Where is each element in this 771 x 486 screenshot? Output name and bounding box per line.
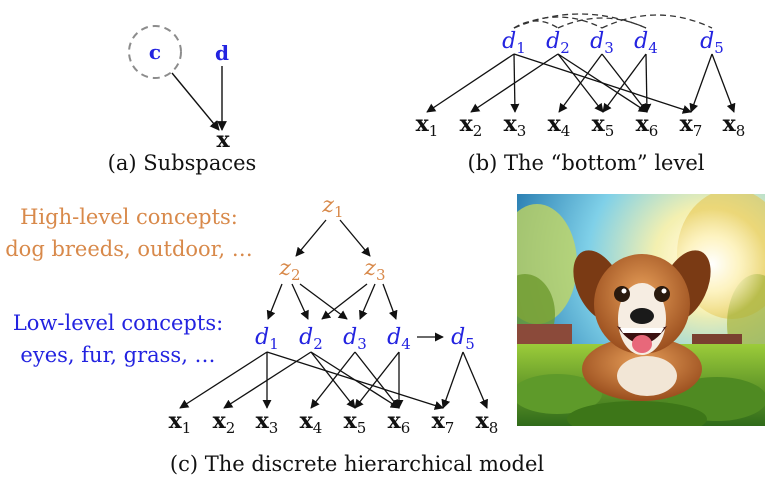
c-d-node-3: d3 <box>343 325 367 353</box>
caption-a: (a) Subspaces <box>108 151 257 175</box>
c-edge-z2-d3 <box>299 283 348 320</box>
c-edge-z3-d2 <box>321 283 368 320</box>
b-dashed-arc-1 <box>513 20 559 29</box>
c-edge-d3-x4 <box>310 351 356 409</box>
c-edge-d5-x7 <box>441 351 464 409</box>
c-edge-z2-d2 <box>291 283 309 320</box>
c-d-node-2: d2 <box>299 325 323 353</box>
c-z-node-2: z2 <box>278 256 300 284</box>
c-z-node-3: z3 <box>363 256 385 284</box>
c-edge-d2-x6 <box>310 351 400 409</box>
c-z-node-1: z1 <box>321 193 343 221</box>
b-x-node-1: x1 <box>416 111 439 140</box>
caption-c: (c) The discrete hierarchical model <box>170 452 545 476</box>
c-edge-z1-z3 <box>339 219 371 257</box>
c-edge-z3-d3 <box>359 283 376 320</box>
b-x-node-8: x8 <box>723 111 746 140</box>
dog-photo <box>517 194 765 426</box>
b-d-node-2: d2 <box>546 29 570 57</box>
x-node-label: x <box>216 127 230 153</box>
c-edge-d5-x8 <box>462 351 488 409</box>
edge-c-to-x <box>171 72 220 131</box>
c-x-node-5: x5 <box>344 408 367 437</box>
b-x-node-5: x5 <box>592 111 615 140</box>
b-x-node-2: x2 <box>460 111 483 140</box>
b-edge-d2-x6 <box>557 53 648 113</box>
b-d-node-5: d5 <box>700 29 724 57</box>
c-x-node-3: x3 <box>256 408 279 437</box>
c-edge-d4-x5 <box>354 351 400 409</box>
c-edge-z2-d1 <box>266 283 283 320</box>
b-d-node-4: d4 <box>634 29 658 57</box>
b-edge-d2-x2 <box>470 53 559 113</box>
d-node-label: d <box>215 41 229 65</box>
b-edge-d5-x8 <box>711 53 736 113</box>
c-x-node-8: x8 <box>476 408 499 437</box>
b-dashed-arc-5 <box>601 14 713 29</box>
c-edge-z1-z2 <box>295 219 327 257</box>
c-x-node-7: x7 <box>432 408 455 437</box>
b-dashed-arc-2 <box>513 16 603 29</box>
c-node-circle <box>128 25 182 79</box>
c-d-node-4: d4 <box>387 325 411 353</box>
b-x-node-6: x6 <box>636 111 659 140</box>
c-d-node-5: d5 <box>451 325 475 353</box>
b-edge-d4-x5 <box>602 53 647 113</box>
high-level-label-line1: High-level concepts: <box>20 205 238 229</box>
panel-c-hierarchical-model: High-level concepts: dog breeds, outdoor… <box>5 193 544 476</box>
c-x-node-6: x6 <box>388 408 411 437</box>
c-edge-d2-x2 <box>223 351 312 409</box>
dog-illustration <box>517 194 765 426</box>
low-level-label-line1: Low-level concepts: <box>13 311 223 335</box>
b-x-node-3: x3 <box>504 111 527 140</box>
b-dashed-arc-4 <box>557 17 647 29</box>
b-x-node-7: x7 <box>680 111 703 140</box>
b-edge-d3-x4 <box>558 53 603 113</box>
c-d-node-1: d1 <box>255 325 279 353</box>
c-edge-d1-x1 <box>179 351 268 409</box>
panel-a-subspaces: c d x (a) Subspaces <box>108 25 257 175</box>
high-level-label-line2: dog breeds, outdoor, … <box>5 237 253 261</box>
b-edge-d4-x6 <box>642 53 652 113</box>
b-edge-d5-x7 <box>689 53 713 113</box>
b-x-node-4: x4 <box>548 111 571 140</box>
b-edge-d1-x1 <box>426 53 515 113</box>
caption-b: (b) The “bottom” level <box>468 151 705 175</box>
b-d-node-3: d3 <box>590 29 614 57</box>
c-x-node-2: x2 <box>213 408 236 437</box>
c-x-node-4: x4 <box>300 408 323 437</box>
b-d-node-1: d1 <box>502 29 526 57</box>
low-level-label-line2: eyes, fur, grass, … <box>20 343 215 367</box>
c-node-label: c <box>149 40 161 64</box>
c-edge-z3-d4 <box>382 283 398 320</box>
c-x-node-1: x1 <box>169 408 192 437</box>
panel-b-bottom-level: d1 d2 d3 d4 d5 x1 x2 x3 x4 x5 x6 x7 x8 (b) The “bot… <box>416 13 746 175</box>
